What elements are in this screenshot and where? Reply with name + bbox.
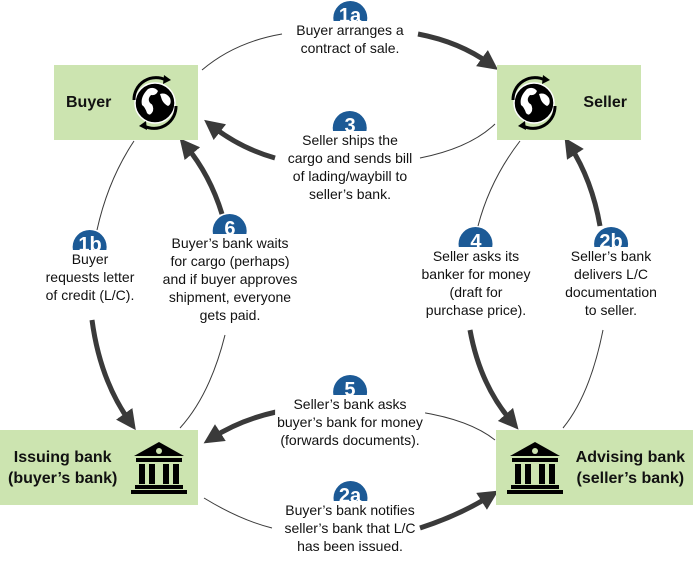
bank-icon	[131, 441, 187, 494]
bank-icon	[507, 441, 563, 494]
line-2b-thin	[562, 329, 604, 429]
step-2b: 2b Seller’s bank delivers L/C documentat…	[563, 227, 659, 319]
step-text: Seller’s bank delivers L/C documentation…	[563, 247, 659, 319]
step-6: 6 Buyer’s bank waits for cargo (perhaps)…	[160, 214, 300, 324]
arrow-2a	[419, 490, 499, 531]
arrow-1a	[417, 31, 499, 70]
line-2a-thin	[203, 497, 273, 529]
issuing-bank-node: Issuing bank (buyer’s bank)	[0, 430, 198, 505]
arrow-1b	[89, 319, 136, 431]
step-4: 4 Seller asks its banker for money (draf…	[419, 227, 533, 319]
step-3: 3 Seller ships the cargo and sends bill …	[285, 111, 415, 203]
step-2a: 2a Buyer’s bank notifies seller’s bank t…	[282, 481, 418, 555]
step-1a: 1a Buyer arranges a contract of sale.	[294, 1, 406, 57]
step-text: Seller ships the cargo and sends bill of…	[285, 131, 415, 203]
line-5-thin	[419, 411, 496, 441]
buyer-node: Buyer	[54, 65, 198, 140]
buyer-label: Buyer	[66, 94, 112, 111]
step-1b: 1b Buyer requests letter of credit (L/C)…	[43, 230, 137, 304]
seller-node: Seller	[497, 65, 641, 140]
arrow-2b	[564, 137, 603, 227]
step-text: Buyer’s bank notifies seller’s bank that…	[282, 501, 418, 555]
step-text: Buyer’s bank waits for cargo (perhaps) a…	[160, 234, 300, 324]
step-text: Seller’s bank asks buyer’s bank for mone…	[275, 395, 425, 449]
line-3-thin	[419, 123, 496, 159]
advising-bank-node: Advising bank (seller’s bank)	[496, 430, 693, 505]
arrow-4	[467, 329, 519, 430]
line-4-thin	[477, 140, 521, 227]
step-text: Buyer requests letter of credit (L/C).	[43, 250, 137, 304]
globe-icon	[511, 74, 557, 130]
arrow-3	[204, 119, 276, 161]
arrow-6	[179, 138, 225, 215]
line-6-thin	[179, 334, 226, 429]
line-1b-thin	[96, 140, 135, 231]
line-1a-thin	[201, 33, 283, 71]
arrow-5	[203, 409, 277, 444]
step-5: 5 Seller’s bank asks buyer’s bank for mo…	[275, 375, 425, 449]
issuing-bank-label: Issuing bank (buyer’s bank)	[8, 448, 118, 487]
step-text: Buyer arranges a contract of sale.	[294, 21, 406, 57]
step-text: Seller asks its banker for money (draft …	[419, 247, 533, 319]
globe-icon	[132, 74, 178, 130]
advising-bank-label: Advising bank (seller’s bank)	[575, 448, 685, 487]
seller-label: Seller	[583, 94, 627, 111]
